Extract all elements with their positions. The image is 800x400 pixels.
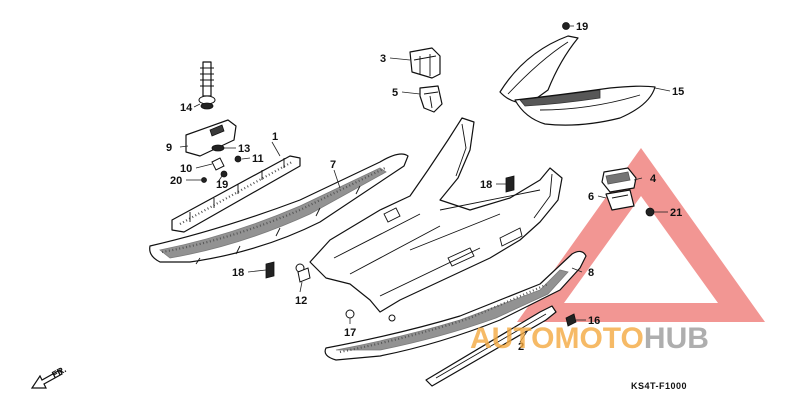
callout-18-left: 18	[232, 267, 244, 279]
part-1-rail	[171, 155, 301, 233]
diagram-reference-code: KS4T-F1000	[631, 381, 687, 391]
part-7-floor-step	[149, 153, 409, 265]
part-19-screw-left	[220, 170, 228, 178]
main-floor-panel	[295, 117, 563, 322]
callout-labels: 1 2 3 4 5 6 7 8 9 10 11 12 13 14 15 16 1…	[166, 21, 684, 353]
part-5-bracket	[419, 85, 443, 113]
watermark-triangle-icon	[517, 148, 765, 322]
callout-3: 3	[380, 53, 386, 65]
callout-19-top: 19	[576, 21, 588, 33]
callout-21: 21	[670, 207, 682, 219]
callout-10: 10	[180, 163, 192, 175]
part-8-floor-step	[324, 250, 587, 361]
part-20-screw	[201, 177, 207, 183]
callout-8: 8	[588, 267, 594, 279]
watermark-auto: AUTO	[470, 322, 554, 355]
callout-6: 6	[588, 191, 594, 203]
part-21-screw	[645, 207, 655, 217]
callout-2: 2	[518, 341, 524, 353]
callout-11: 11	[252, 153, 264, 165]
callout-13: 13	[238, 143, 250, 155]
part-2-strip	[425, 305, 557, 387]
front-arrow-icon	[30, 369, 63, 389]
callout-9: 9	[166, 142, 172, 154]
part-12-clip	[297, 267, 311, 283]
callout-18-center: 18	[480, 179, 492, 191]
callout-14: 14	[180, 102, 193, 114]
front-direction-indicator: FR.	[30, 364, 68, 389]
part-18-bolt-center	[505, 175, 515, 193]
front-arrow-label: FR.	[50, 364, 67, 380]
callout-15: 15	[672, 86, 684, 98]
callout-4: 4	[650, 173, 657, 185]
callout-19-left: 19	[216, 179, 228, 191]
part-9-cover	[185, 119, 237, 157]
callout-16: 16	[588, 315, 600, 327]
svg-text:AUTOMOTOHUB: AUTOMOTOHUB	[470, 322, 709, 355]
part-18-bolts	[265, 175, 515, 279]
leader-lines	[179, 25, 671, 343]
part-4-bracket	[601, 167, 637, 193]
callout-12: 12	[295, 295, 307, 307]
callout-17: 17	[344, 327, 356, 339]
part-6-bracket	[605, 189, 635, 211]
small-fasteners-left	[201, 144, 242, 183]
watermark-moto: MOTO	[554, 322, 643, 355]
callout-7: 7	[330, 159, 336, 171]
callout-5: 5	[392, 87, 398, 99]
part-17-grommet	[345, 309, 355, 319]
watermark-hub: HUB	[644, 322, 709, 355]
part-15-rear-cover	[499, 35, 656, 126]
callout-1: 1	[272, 131, 278, 143]
callout-20: 20	[170, 175, 182, 187]
watermark-logo	[517, 148, 765, 322]
part-11-screw	[234, 155, 242, 163]
part-3-bracket	[409, 47, 441, 79]
part-14-fastener	[198, 61, 216, 110]
watermark-wordmark: AUTOMOTOHUB	[470, 322, 709, 355]
part-18-bolt-left	[265, 261, 275, 279]
part-19-screw-top	[562, 22, 570, 30]
part-10-nut	[211, 157, 225, 171]
part-16-screw	[565, 313, 577, 327]
part-13-clip	[211, 144, 225, 152]
